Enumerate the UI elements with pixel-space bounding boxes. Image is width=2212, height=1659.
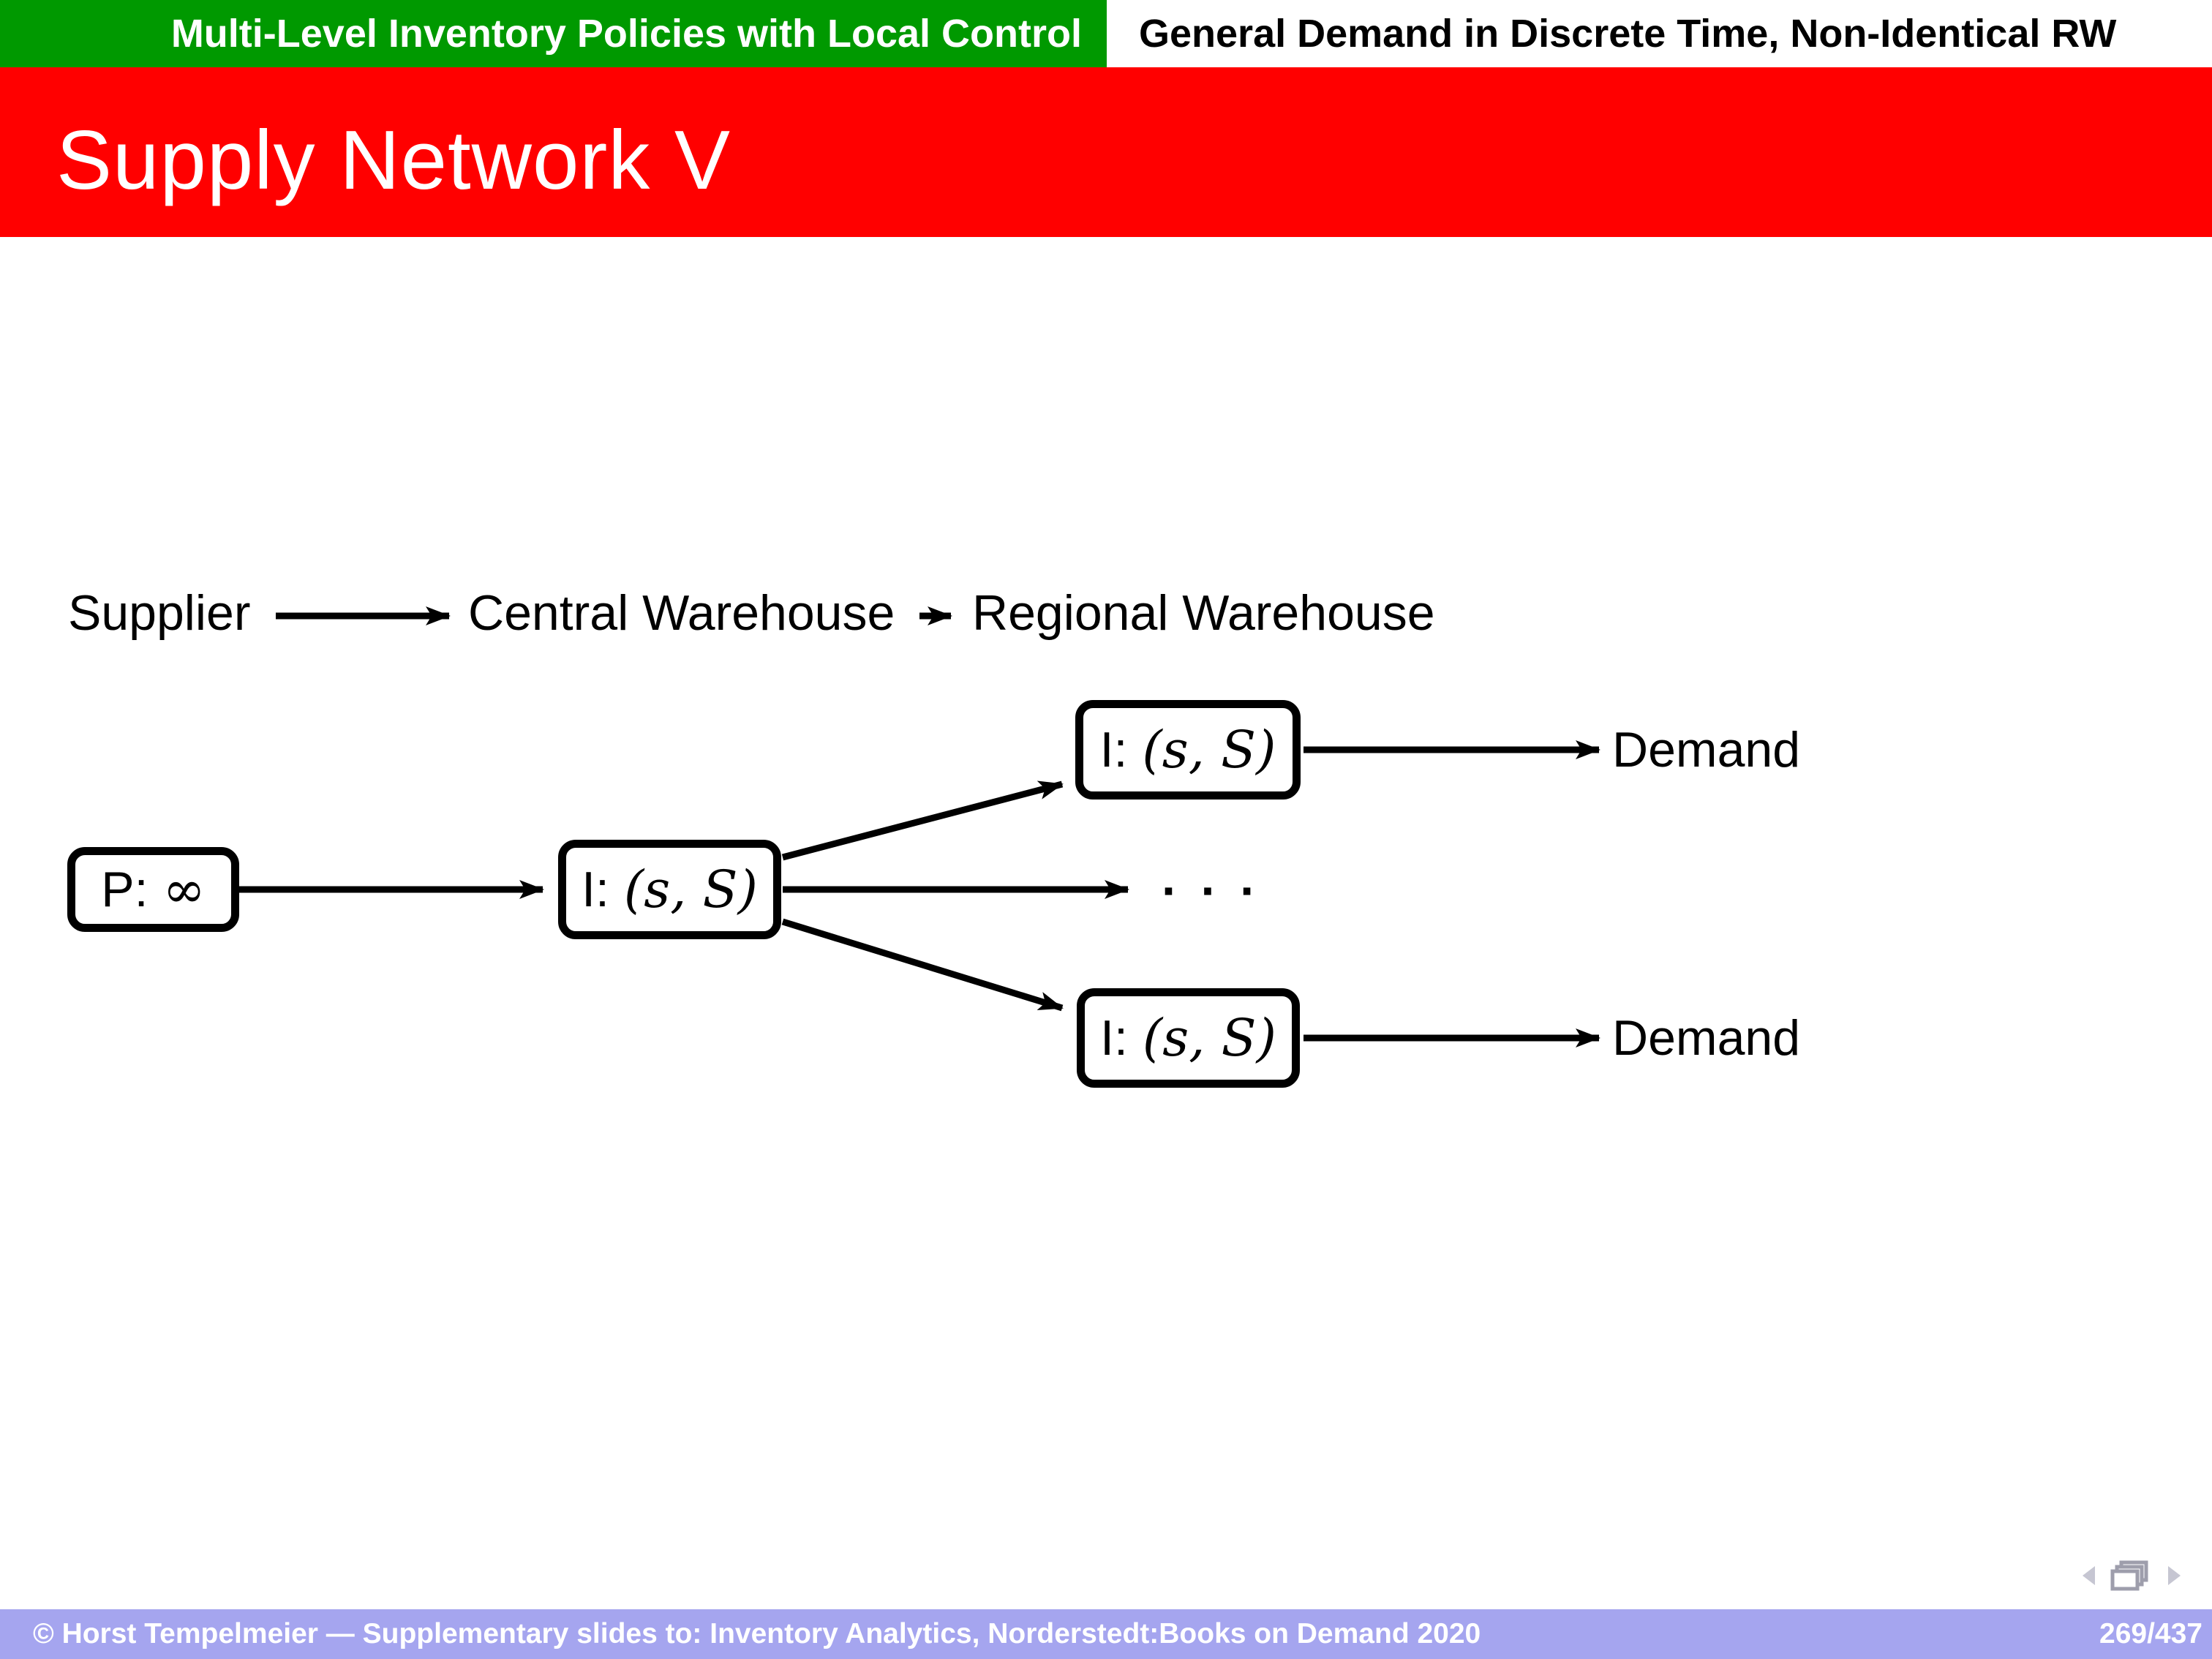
level-label-central-warehouse: Central Warehouse [468,585,895,641]
next-slide-icon[interactable] [2168,1566,2181,1585]
node-regional-warehouse-bottom: I: (s, S) [1077,988,1300,1088]
frame-title-bar: Supply Network V [0,67,2212,237]
arrow-central-to-regional-top [781,780,1064,861]
frames-icon-front-page [2110,1569,2140,1591]
footer-bar: © Horst Tempelmeier — Supplementary slid… [0,1609,2212,1659]
node-regional-bottom-value: (s, S) [1142,1008,1276,1068]
node-supplier: P: ∞ [67,847,239,932]
node-regional-warehouse-top: I: (s, S) [1075,700,1301,800]
frame-title: Supply Network V [56,113,731,207]
arrow-central-to-regional-bottom [781,918,1064,1012]
node-supplier-value: ∞ [162,859,206,919]
node-central-warehouse: I: (s, S) [558,840,781,939]
frames-icon[interactable] [2110,1560,2148,1591]
header-section-area: Multi-Level Inventory Policies with Loca… [0,0,1107,67]
header-bar: Multi-Level Inventory Policies with Loca… [0,0,2212,67]
navigation-bar [2083,1560,2181,1591]
node-supplier-prefix: P: [101,862,148,917]
footer-page-number: 269/437 [2099,1618,2202,1649]
header-subsection-area: General Demand in Discrete Time, Non-Ide… [1107,0,2212,67]
header-subsection-title: General Demand in Discrete Time, Non-Ide… [1139,12,2117,56]
node-regional-bottom-prefix: I: [1100,1010,1128,1066]
footer-copyright: © Horst Tempelmeier — Supplementary slid… [33,1618,1481,1649]
node-regional-top-prefix: I: [1099,722,1128,778]
level-label-supplier: Supplier [68,585,251,641]
node-regional-top-value: (s, S) [1142,720,1276,780]
node-central-prefix: I: [582,862,609,917]
demand-label-bottom: Demand [1612,1010,1801,1066]
level-label-regional-warehouse: Regional Warehouse [972,585,1435,641]
prev-slide-icon[interactable] [2083,1566,2095,1585]
node-central-value: (s, S) [623,859,758,919]
header-section-title: Multi-Level Inventory Policies with Loca… [170,12,1082,56]
demand-label-top: Demand [1612,722,1801,778]
ellipsis-label: · · · [1162,863,1261,919]
